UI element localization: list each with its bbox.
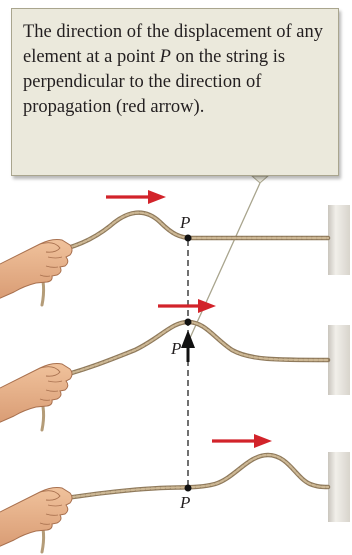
point-label-p: P [171,340,181,357]
wall-icon [328,325,350,395]
point-p-dot [185,235,192,242]
callout-pointer-line [190,183,260,338]
arrow-up-icon [181,330,195,362]
arrow-right-icon [212,434,272,448]
point-label-p: P [180,494,190,511]
callout-point-symbol: P [160,47,171,67]
hand-icon [0,488,72,549]
point-p-dot [185,485,192,492]
point-label-p: P [180,214,190,231]
callout-pointer-tip [252,176,268,183]
wall-icon [328,205,350,275]
hand-icon [0,240,72,301]
hand-icon [0,364,72,425]
arrow-right-icon [106,190,166,204]
rope-panel-2 [40,322,328,430]
callout-box: The direction of the displacement of any… [11,8,339,176]
point-p-dot [185,319,192,326]
wall-icon [328,452,350,522]
